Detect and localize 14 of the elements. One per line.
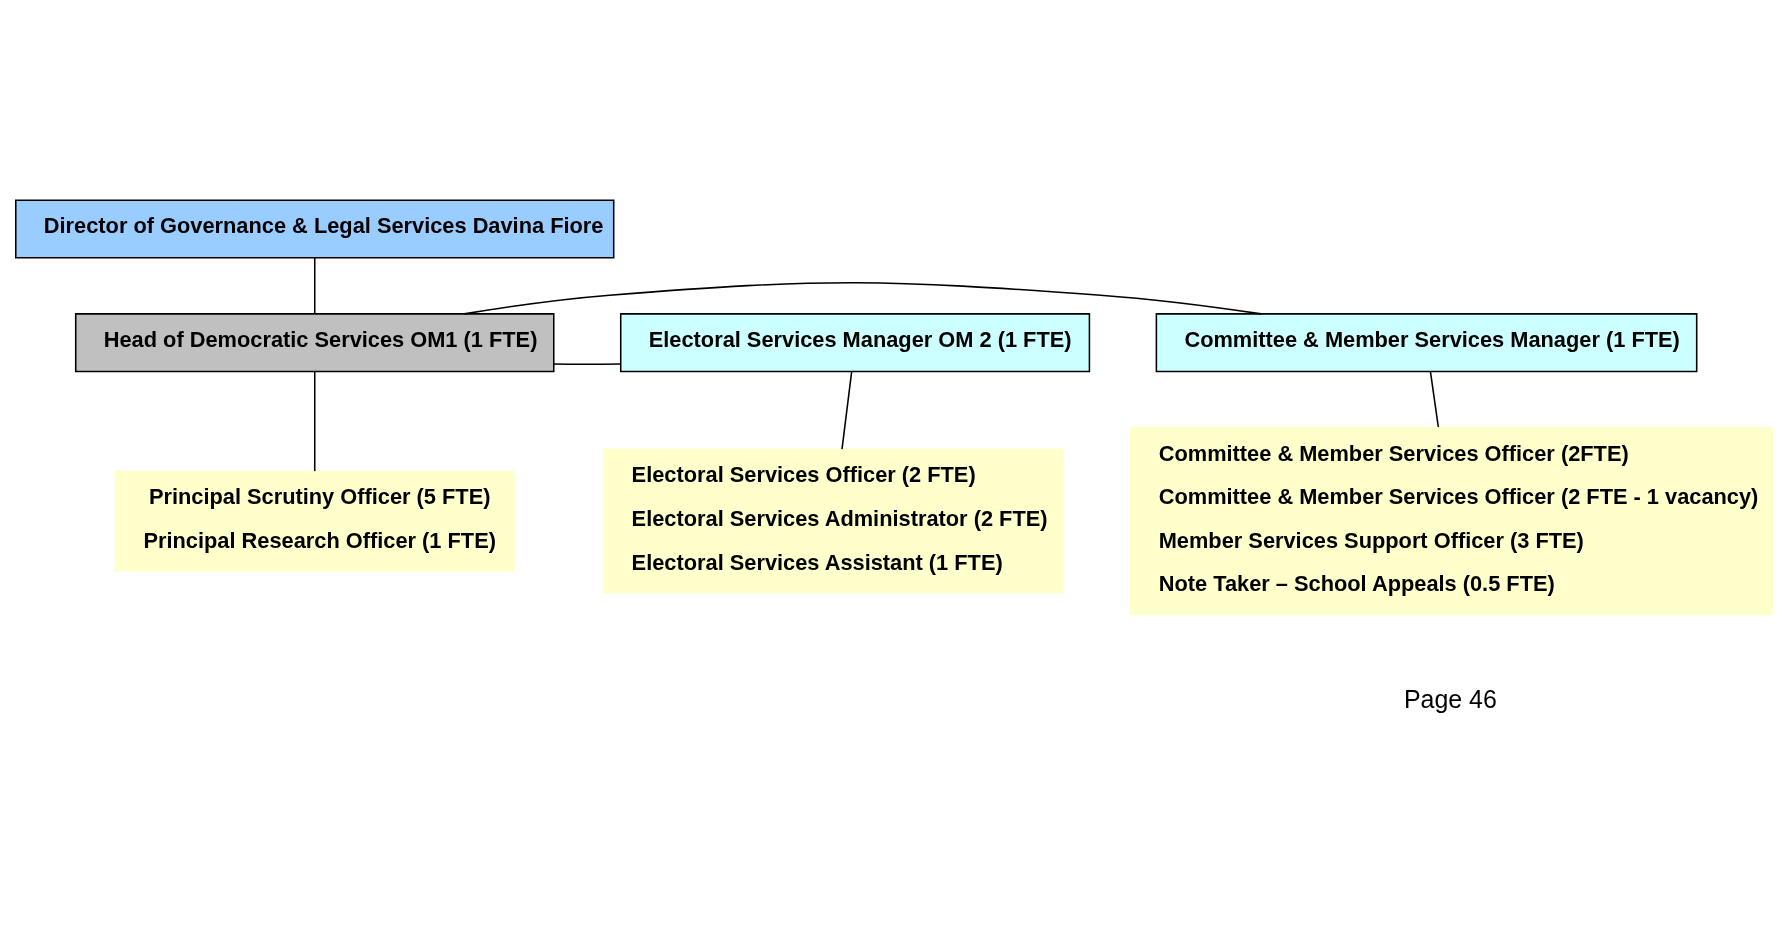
node-box: Electoral Services Officer (2 FTE) Electoral Services Administrator (2 FTE) Electoral Services Assistant (1 FTE) xyxy=(602,448,1064,593)
node-box: Head of Democratic Services OM1 (1 FTE) xyxy=(74,312,555,372)
connector xyxy=(552,362,621,365)
node-box: Director of Governance & Legal Services Davina Fiore xyxy=(14,198,614,259)
node-box: Principal Scrutiny Officer (5 FTE) Principal Research Officer (1 FTE) xyxy=(114,469,515,572)
connector xyxy=(840,370,852,450)
connector xyxy=(462,281,1262,315)
connector xyxy=(1429,370,1439,428)
label: Page 46 xyxy=(1403,684,1497,713)
node-box: Committee & Member Services Manager (1 FTE) xyxy=(1155,312,1697,372)
connector xyxy=(313,370,315,472)
node-box: Electoral Services Manager OM 2 (1 FTE) xyxy=(619,312,1090,372)
node-box: Committee & Member Services Officer (2FTE) Committee & Member Services Officer (2 FTE - 1 vacancy) Member Services Support Officer (3 FTE) Note Taker – School Appeals (0.5 FTE) xyxy=(1129,426,1773,615)
connector xyxy=(313,256,315,314)
